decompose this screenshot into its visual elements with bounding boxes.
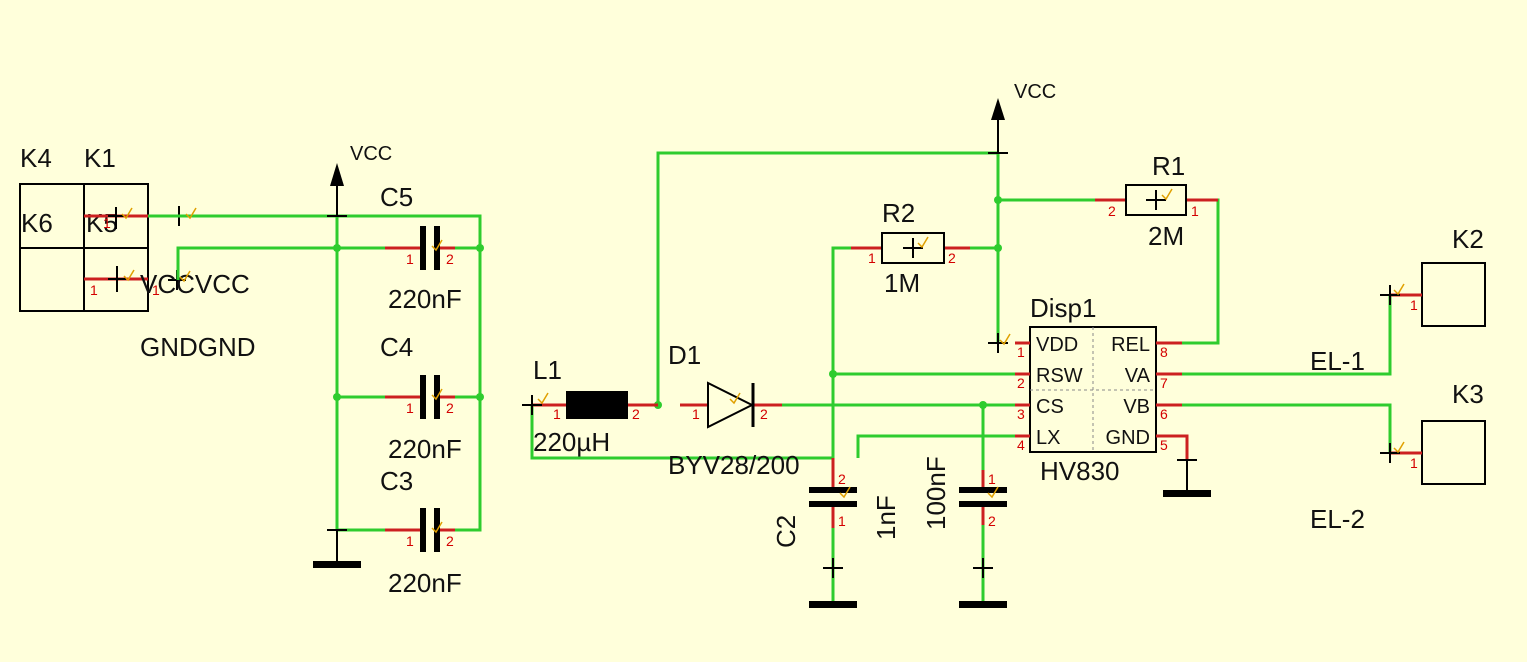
svg-text:1: 1	[406, 533, 414, 549]
pin-number: 1	[553, 406, 561, 422]
ic-pin-vb: VB	[1123, 396, 1150, 418]
ic-pin-lx: LX	[1036, 427, 1060, 449]
pin-number: 1	[838, 513, 846, 529]
capacitor-c5[interactable]	[385, 226, 455, 270]
r1-value-label: 2M	[1148, 221, 1184, 251]
c5-ref-label: C5	[380, 182, 413, 212]
svg-text:7: 7	[1160, 375, 1168, 391]
ground-symbol	[809, 558, 857, 608]
pin-number: 1	[1410, 297, 1418, 313]
d1-value-label: BYV28/200	[668, 450, 800, 480]
wire-net-center	[530, 151, 1392, 602]
ic-ref-label: Disp1	[1030, 293, 1096, 323]
connector-k6-label: K6	[21, 208, 53, 238]
ground-symbol	[1163, 434, 1211, 497]
svg-text:1: 1	[406, 251, 414, 267]
c5-value-label: 220nF	[388, 284, 462, 314]
svg-text:5: 5	[1160, 437, 1168, 453]
left-vcc-net-label: VCCVCC	[140, 269, 250, 299]
svg-text:4: 4	[1017, 437, 1025, 453]
d1-ref-label: D1	[668, 340, 701, 370]
connector-k3-label: K3	[1452, 379, 1484, 409]
pin-number: 1	[868, 250, 876, 266]
ic-pin-va: VA	[1125, 365, 1151, 387]
c4-ref-label: C4	[380, 332, 413, 362]
ground-symbol	[959, 558, 1007, 608]
connector-k4-label: K4	[20, 143, 52, 173]
pin-number: 2	[948, 250, 956, 266]
vcc-label-left: VCC	[350, 143, 392, 165]
connector-block-left[interactable]	[19, 183, 149, 312]
junction-dot	[333, 244, 484, 401]
capacitor-c4[interactable]	[385, 375, 455, 419]
resistor-r1[interactable]	[1095, 184, 1218, 216]
el2-net-label: EL-2	[1310, 504, 1365, 534]
el1-net-label: EL-1	[1310, 346, 1365, 376]
pin-number: 1	[152, 282, 160, 298]
check-marker	[121, 188, 1405, 534]
c2-value-label: 1nF	[871, 495, 901, 540]
svg-text:2: 2	[446, 533, 454, 549]
capacitor-c2[interactable]	[809, 458, 857, 528]
wire-net-left	[148, 214, 482, 532]
svg-text:3: 3	[1017, 406, 1025, 422]
connector-k2-label: K2	[1452, 224, 1484, 254]
inductor-l1[interactable]	[522, 391, 658, 419]
connector-k2[interactable]	[1380, 262, 1486, 327]
capacitor-c3[interactable]	[385, 508, 455, 552]
diode-d1[interactable]	[680, 381, 782, 429]
l1-ref-label: L1	[533, 355, 562, 385]
pin-number: 1	[1410, 455, 1418, 471]
r1-ref-label: R1	[1152, 151, 1185, 181]
ic-hv830[interactable]	[1015, 326, 1182, 453]
r2-value-label: 1M	[884, 268, 920, 298]
svg-text:1: 1	[406, 400, 414, 416]
svg-text:2: 2	[446, 400, 454, 416]
pin-number: 1	[988, 471, 996, 487]
svg-text:8: 8	[1160, 344, 1168, 360]
c3-ref-label: C3	[380, 466, 413, 496]
pin-number: 1 2 1 2 1 2	[406, 251, 454, 549]
r2-ref-label: R2	[882, 198, 915, 228]
svg-text:1: 1	[1017, 344, 1025, 360]
connector-k3[interactable]	[1380, 420, 1486, 485]
ic-pin-vdd: VDD	[1036, 334, 1078, 356]
capacitor-c1[interactable]	[959, 470, 1007, 525]
svg-text:2: 2	[1017, 375, 1025, 391]
svg-text:6: 6	[1160, 406, 1168, 422]
ic-pin-cs: CS	[1036, 396, 1064, 418]
connector-k5-label: K5	[86, 208, 118, 238]
pin-number: 2	[988, 513, 996, 529]
c3-value-label: 220nF	[388, 568, 462, 598]
ic-value-label: HV830	[1040, 456, 1120, 486]
left-gnd-net-label: GNDGND	[140, 332, 256, 362]
pin-number: 1	[692, 406, 700, 422]
vcc-label-top: VCC	[1014, 81, 1056, 103]
c1-value-label: 100nF	[921, 456, 951, 530]
svg-text:2: 2	[446, 251, 454, 267]
pin-number: 1	[1191, 203, 1199, 219]
pin-number: 1 2 3 4 8 7 6 5	[1017, 344, 1168, 453]
pin-number: 1	[90, 282, 98, 298]
c4-value-label: 220nF	[388, 434, 462, 464]
l1-value-label: 220µH	[533, 427, 610, 457]
pin-number: 1	[103, 215, 111, 231]
ic-pin-gnd: GND	[1106, 427, 1150, 449]
resistor-r2[interactable]	[851, 232, 970, 264]
c2-ref-label: C2	[771, 515, 801, 548]
junction-dot	[654, 196, 1002, 409]
pin-number: 2	[838, 471, 846, 487]
ground-symbol-left	[313, 529, 361, 568]
vcc-power-symbol-left	[327, 163, 347, 217]
pin-number: 2	[632, 406, 640, 422]
pin-number: 2	[760, 406, 768, 422]
ic-pin-rsw: RSW	[1036, 365, 1083, 387]
connector-k1-label: K1	[84, 143, 116, 173]
ic-pin-rel: REL	[1111, 334, 1150, 356]
pin-number: 2	[1108, 203, 1116, 219]
